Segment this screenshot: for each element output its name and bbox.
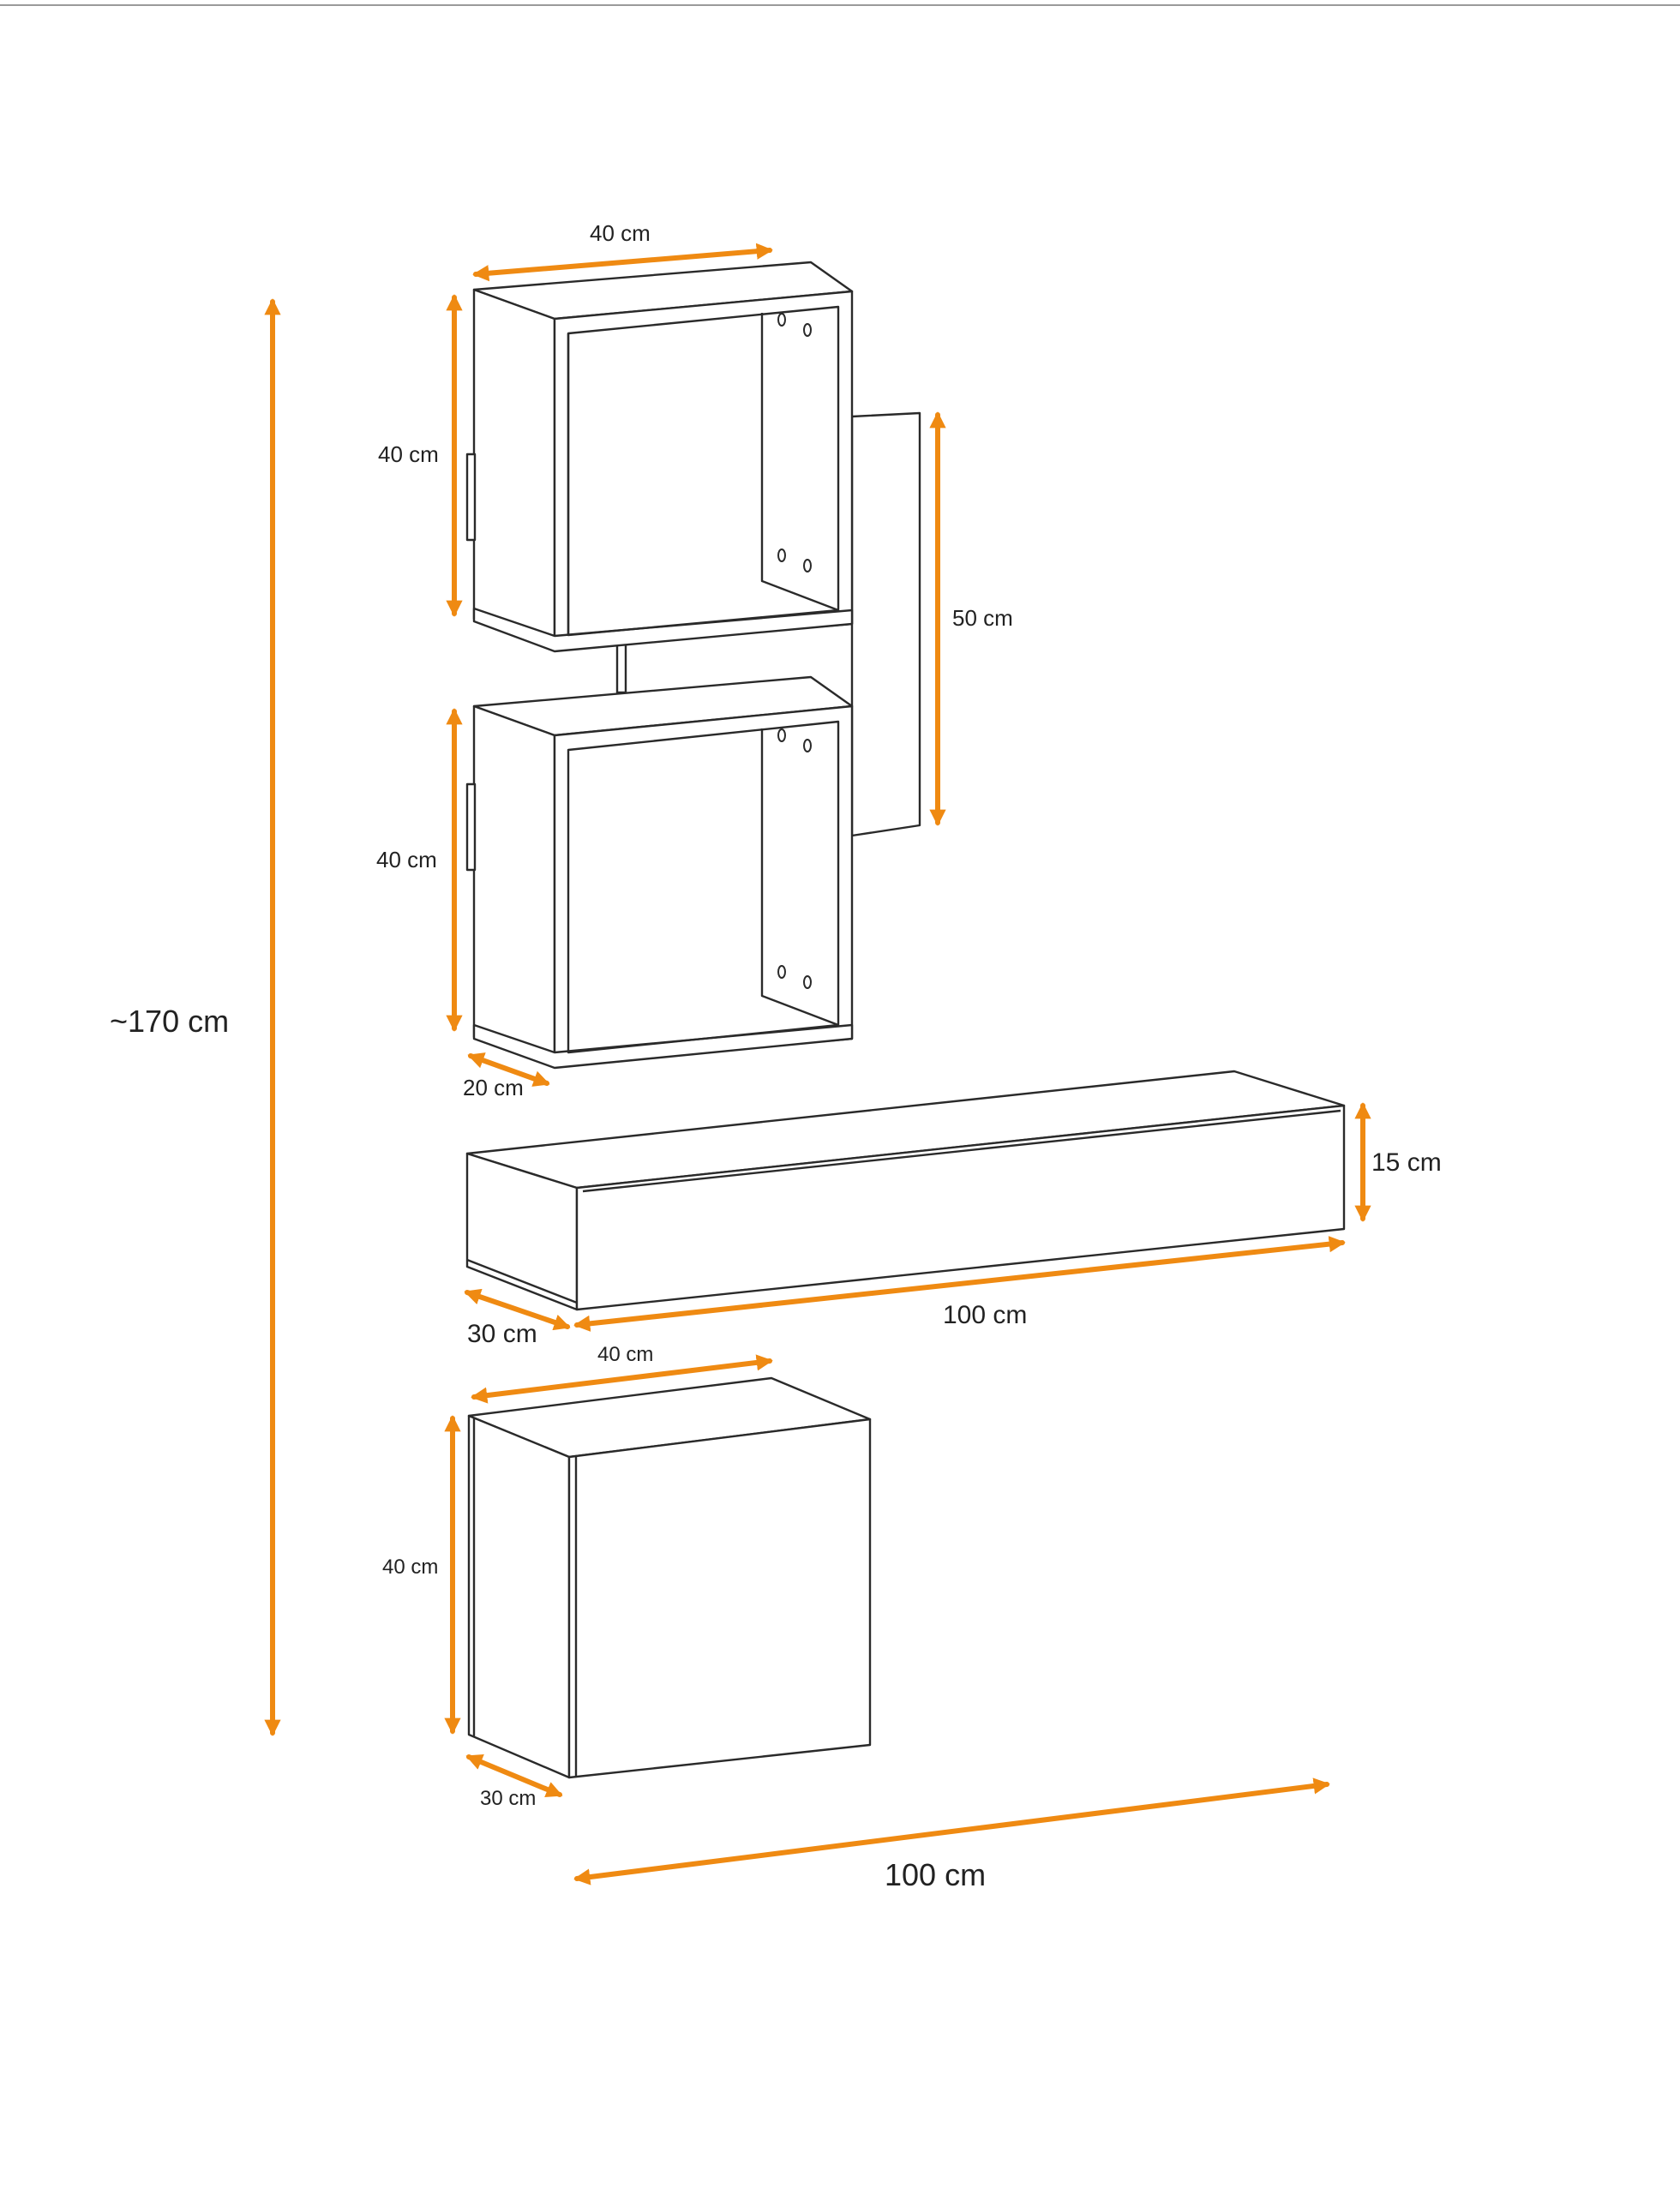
dimension-arrows	[264, 243, 1371, 1885]
cabinet-depth-label: 30 cm	[480, 1787, 536, 1810]
lower-shelf-height-label: 40 cm	[376, 847, 437, 872]
overall-width-label: 100 cm	[885, 1857, 986, 1892]
drawer-width-label: 100 cm	[943, 1301, 1027, 1329]
drawer-depth-label: 30 cm	[467, 1320, 537, 1348]
shelf-width-label: 40 cm	[590, 220, 651, 246]
upper-open-cube	[465, 261, 854, 653]
top-rule	[0, 0, 1680, 6]
shelf-depth-label: 20 cm	[463, 1075, 524, 1100]
lower-open-cube	[465, 675, 854, 1070]
cabinet-height-label: 40 cm	[382, 1556, 438, 1579]
cabinet-width-label: 40 cm	[597, 1343, 653, 1366]
upper-shelf-height-label: 40 cm	[378, 441, 439, 467]
floating-drawer	[465, 1070, 1346, 1311]
wall-cabinet	[467, 1376, 872, 1779]
overall-height-label: ~170 cm	[110, 1004, 229, 1039]
drawer-height-label: 15 cm	[1371, 1148, 1442, 1177]
panel-height-label: 50 cm	[952, 605, 1013, 631]
